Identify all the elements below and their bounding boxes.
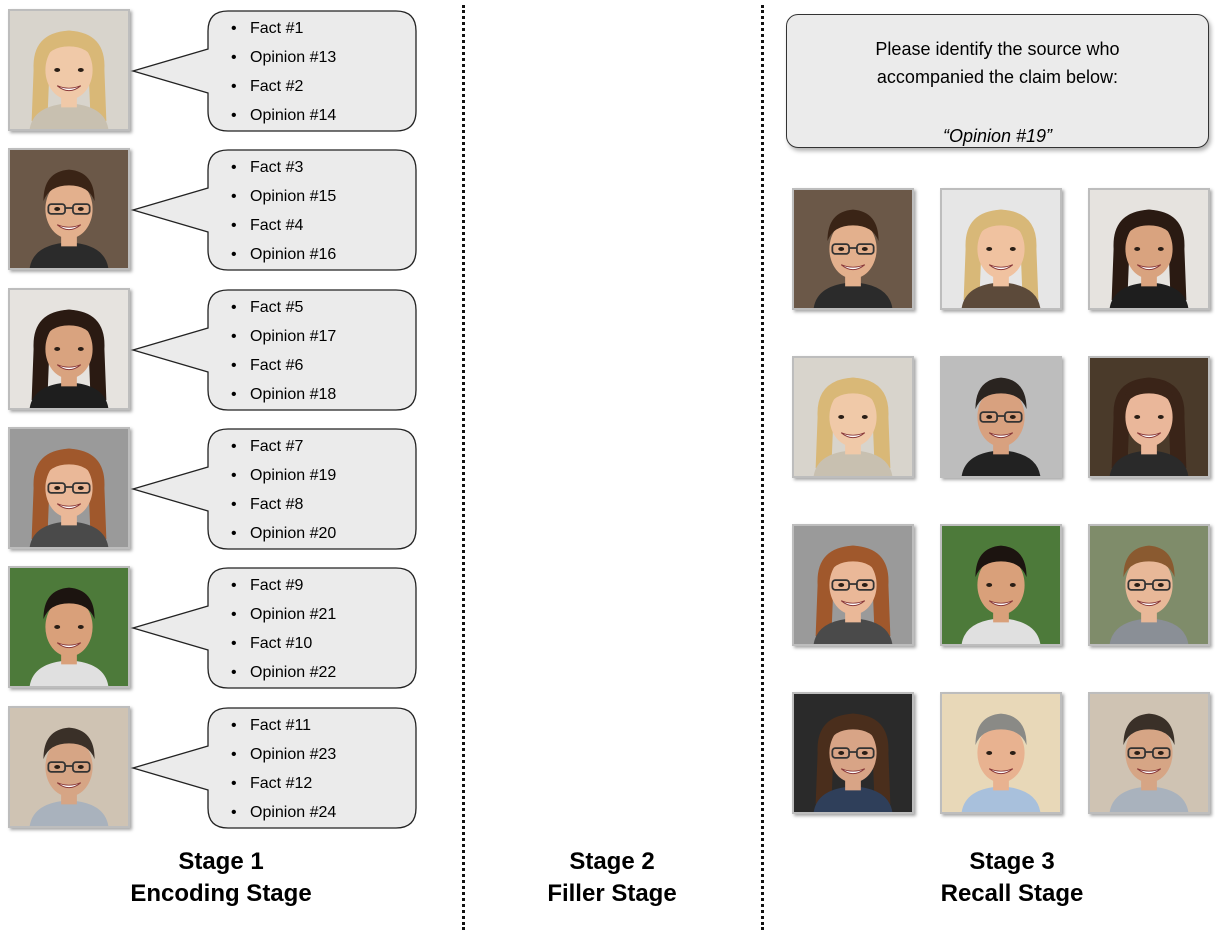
claim-list: Fact #11Opinion #23Fact #12Opinion #24 [226, 711, 336, 827]
claim-list: Fact #5Opinion #17Fact #6Opinion #18 [226, 293, 336, 409]
recall-choice-gray-haired-man[interactable] [940, 692, 1062, 814]
recall-choice-man-glasses-brown-hair[interactable] [792, 188, 914, 310]
source-face-man-glasses-brown-hair [8, 148, 130, 271]
claim-item: Fact #11 [226, 711, 336, 740]
claim-item: Fact #2 [226, 72, 336, 101]
stage3-title: Stage 3 [969, 848, 1055, 875]
claim-item: Opinion #20 [226, 519, 336, 548]
claim-item: Opinion #23 [226, 740, 336, 769]
prompt-line-2: accompanied the claim below: [876, 67, 1119, 87]
claim-item: Fact #5 [226, 293, 336, 322]
recall-choice-dark-haired-man-green-bg[interactable] [940, 524, 1062, 646]
stage2-subtitle: Filler Stage [547, 880, 677, 907]
stage1-subtitle: Encoding Stage [130, 880, 312, 907]
recall-choice-man-glasses-stubble[interactable] [1088, 692, 1210, 814]
stage2-title: Stage 2 [569, 848, 655, 875]
source-face-curly-dark-haired-woman [8, 287, 130, 410]
prompt-claim: “Opinion #19” [942, 126, 1053, 146]
claim-list: Fact #7Opinion #19Fact #8Opinion #20 [226, 432, 336, 548]
stage3-label: Stage 3 Recall Stage [862, 846, 1162, 910]
claim-item: Fact #9 [226, 571, 336, 600]
claim-item: Fact #1 [226, 14, 336, 43]
recall-choice-brunette-woman[interactable] [1088, 356, 1210, 478]
claim-item: Opinion #21 [226, 600, 336, 629]
claim-item: Opinion #18 [226, 380, 336, 409]
prompt-line-1: Please identify the source who [875, 39, 1120, 59]
claim-list: Fact #1Opinion #13Fact #2Opinion #14 [226, 14, 336, 130]
claim-item: Opinion #15 [226, 182, 336, 211]
claim-list: Fact #9Opinion #21Fact #10Opinion #22 [226, 571, 336, 687]
recall-choice-man-glasses-outdoor[interactable] [1088, 524, 1210, 646]
source-face-older-woman-glasses [8, 426, 130, 549]
source-face-blonde-woman [8, 9, 130, 131]
claim-item: Fact #8 [226, 490, 336, 519]
claim-item: Opinion #13 [226, 43, 336, 72]
claim-item: Opinion #17 [226, 322, 336, 351]
claim-item: Fact #12 [226, 769, 336, 798]
claim-list: Fact #3Opinion #15Fact #4Opinion #16 [226, 153, 336, 269]
claim-item: Opinion #16 [226, 240, 336, 269]
recall-prompt-box: Please identify the source who accompani… [786, 14, 1209, 148]
stage1-title: Stage 1 [178, 848, 264, 875]
recall-choice-curly-haired-woman-glasses[interactable] [792, 692, 914, 814]
recall-choice-older-woman-glasses[interactable] [792, 524, 914, 646]
stage2-label: Stage 2 Filler Stage [462, 846, 762, 910]
stage3-subtitle: Recall Stage [940, 880, 1084, 907]
claim-item: Opinion #19 [226, 461, 336, 490]
claim-item: Fact #7 [226, 432, 336, 461]
recall-choice-man-glasses-suit[interactable] [940, 356, 1062, 478]
claim-item: Fact #10 [226, 629, 336, 658]
recall-choice-curly-dark-haired-woman[interactable] [1088, 188, 1210, 310]
recall-choice-blonde-older-woman[interactable] [940, 188, 1062, 310]
stage-divider-right [761, 5, 764, 930]
stage-divider-left [462, 5, 465, 930]
source-face-man-glasses-stubble [8, 705, 130, 828]
claim-item: Fact #3 [226, 153, 336, 182]
stage1-label: Stage 1 Encoding Stage [71, 846, 371, 910]
claim-item: Fact #6 [226, 351, 336, 380]
source-face-dark-haired-man-green-bg [8, 566, 130, 689]
recall-choice-blonde-woman[interactable] [792, 356, 914, 478]
claim-item: Opinion #22 [226, 658, 336, 687]
claim-item: Opinion #24 [226, 798, 336, 827]
claim-item: Fact #4 [226, 211, 336, 240]
claim-item: Opinion #14 [226, 101, 336, 130]
